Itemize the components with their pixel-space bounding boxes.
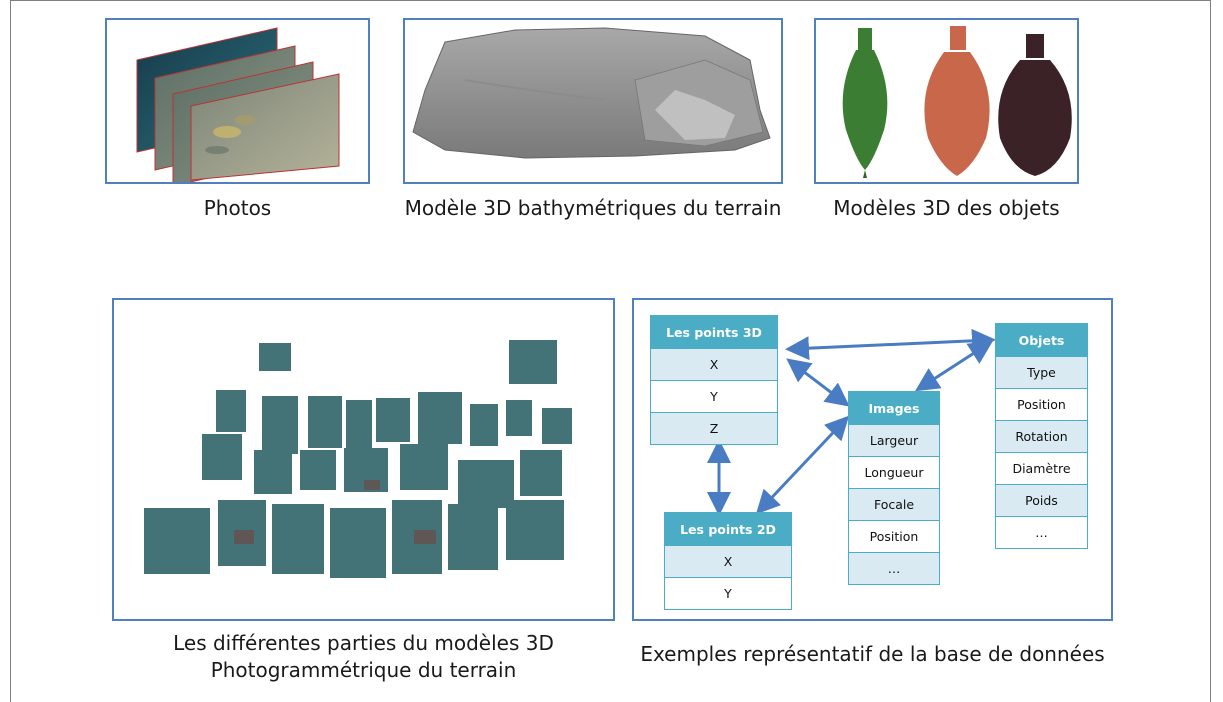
table-objets: Objets Type Position Rotation Diamètre P… <box>995 323 1088 549</box>
table-objets-row: Type <box>995 357 1088 389</box>
table-objets-row: … <box>995 517 1088 549</box>
bathymetry-terrain-model <box>412 27 771 159</box>
photos-caption: Photos <box>203 196 272 220</box>
table-points-3d-title: Les points 3D <box>650 315 778 349</box>
database-caption: Exemples représentatif de la base de don… <box>640 642 1105 666</box>
arrow-images-objets <box>914 340 994 392</box>
table-images-row: Largeur <box>848 425 940 457</box>
table-objets-row: Diamètre <box>995 453 1088 485</box>
table-points-2d-row: Y <box>664 578 792 610</box>
amphora-models <box>842 26 1072 178</box>
objects-caption: Modèles 3D des objets <box>833 196 1060 220</box>
photogrammetry-caption-line1: Les différentes parties du modèles 3D <box>173 631 554 655</box>
table-images-row: Focale <box>848 489 940 521</box>
table-objets-row: Rotation <box>995 421 1088 453</box>
photogrammetric-terrain-fragments <box>144 340 572 578</box>
table-points-3d-row: Z <box>650 413 778 445</box>
amphora-dark <box>998 34 1072 176</box>
bathymetry-caption: Modèle 3D bathymétriques du terrain <box>404 196 782 220</box>
arrow-images-points2d <box>755 415 850 515</box>
table-points-2d-row: X <box>664 546 792 578</box>
photos-panel <box>105 18 370 184</box>
arrow-points3d-objets <box>785 328 996 361</box>
objects-panel <box>814 18 1079 184</box>
amphora-orange <box>924 26 990 176</box>
table-objets-row: Position <box>995 389 1088 421</box>
table-points-2d-title: Les points 2D <box>664 512 792 546</box>
photogrammetry-panel <box>112 298 615 621</box>
table-points-3d-row: Y <box>650 381 778 413</box>
table-objets-row: Poids <box>995 485 1088 517</box>
table-points-2d: Les points 2D X Y <box>664 512 792 610</box>
table-points-3d-row: X <box>650 349 778 381</box>
figure-frame <box>10 0 1211 702</box>
arrow-points3d-images <box>786 358 850 407</box>
amphora-green <box>842 28 888 178</box>
photogrammetry-caption: Les différentes parties du modèles 3D Ph… <box>112 630 615 684</box>
table-points-3d: Les points 3D X Y Z <box>650 315 778 445</box>
photo-4 <box>190 73 340 181</box>
table-images-row: Longueur <box>848 457 940 489</box>
table-images-row: Position <box>848 521 940 553</box>
photo-stack-illustration <box>136 27 340 182</box>
table-images: Images Largeur Longueur Focale Position … <box>848 391 940 585</box>
table-images-title: Images <box>848 391 940 425</box>
bathymetry-panel <box>403 18 783 184</box>
table-images-row: … <box>848 553 940 585</box>
photogrammetry-caption-line2: Photogrammétrique du terrain <box>210 658 517 682</box>
table-objets-title: Objets <box>995 323 1088 357</box>
